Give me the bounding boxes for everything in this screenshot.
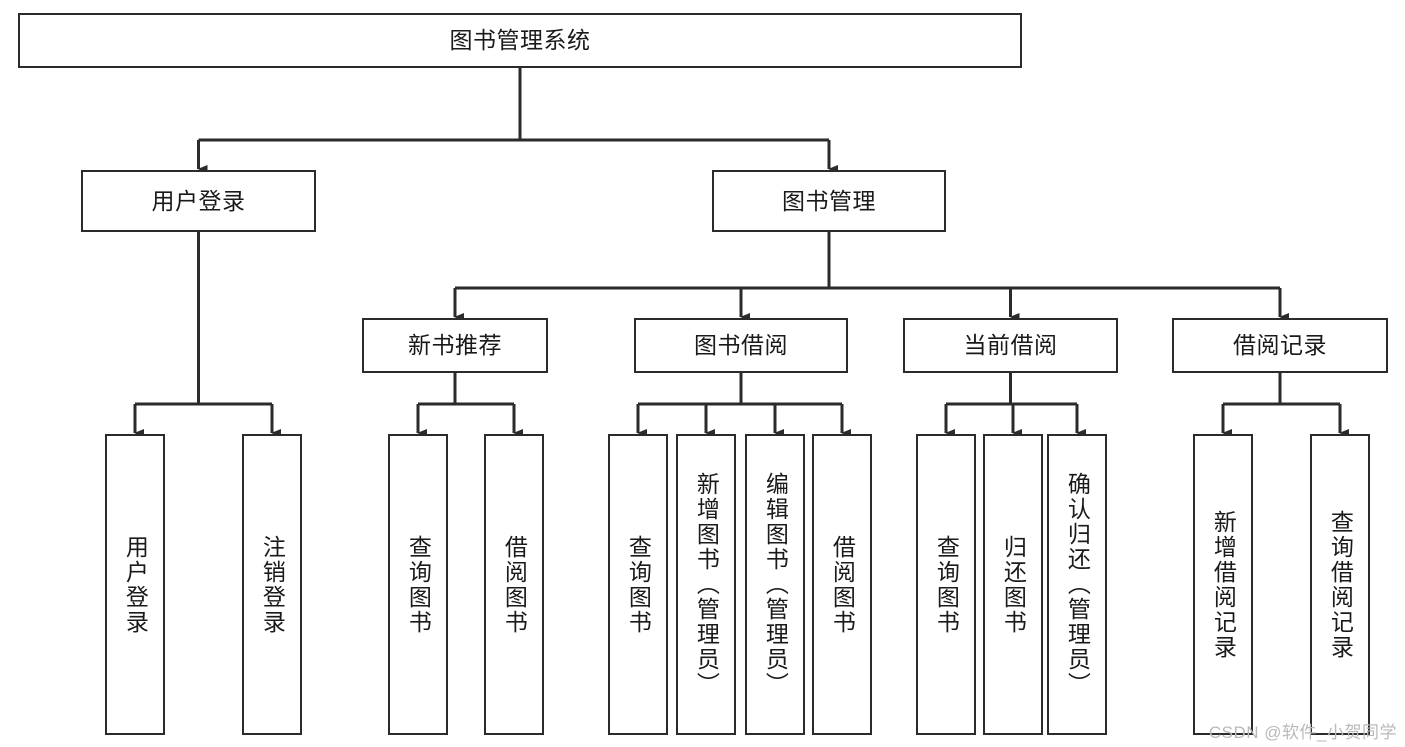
node-label: 用户登录 [122, 534, 149, 635]
node-leaf-borrow-lend[interactable]: 借阅图书 [812, 434, 872, 735]
node-label: 用户登录 [151, 187, 246, 214]
node-leaf-borrow-add[interactable]: 新增图书（管理员） [676, 434, 736, 735]
node-label: 查询图书 [625, 534, 652, 635]
node-root[interactable]: 图书管理系统 [18, 13, 1022, 68]
node-label: 归还图书 [1000, 534, 1027, 635]
node-label: 查询借阅记录 [1327, 509, 1354, 660]
node-label: 查询图书 [933, 534, 960, 635]
node-label: 新增借阅记录 [1210, 509, 1237, 660]
node-new-book-rec[interactable]: 新书推荐 [362, 318, 548, 373]
node-label: 查询图书 [405, 534, 432, 635]
node-leaf-user-logout[interactable]: 注销登录 [242, 434, 302, 735]
node-label: 借阅记录 [1233, 332, 1327, 359]
node-leaf-rec-borrow[interactable]: 借阅图书 [484, 434, 544, 735]
node-leaf-cur-confirm[interactable]: 确认归还（管理员） [1047, 434, 1107, 735]
node-label: 编辑图书（管理员） [762, 472, 789, 697]
node-label: 图书管理 [782, 187, 876, 214]
node-book-manage[interactable]: 图书管理 [712, 170, 946, 232]
node-leaf-borrow-edit[interactable]: 编辑图书（管理员） [745, 434, 805, 735]
node-label: 图书借阅 [694, 332, 788, 359]
node-label: 新书推荐 [408, 332, 502, 359]
node-borrow-record[interactable]: 借阅记录 [1172, 318, 1388, 373]
node-label: 确认归还（管理员） [1064, 472, 1091, 697]
node-leaf-user-login[interactable]: 用户登录 [105, 434, 165, 735]
node-book-borrow[interactable]: 图书借阅 [634, 318, 848, 373]
node-leaf-cur-return[interactable]: 归还图书 [983, 434, 1043, 735]
node-label: 借阅图书 [501, 534, 528, 635]
node-leaf-rec-search[interactable]: 查询借阅记录 [1310, 434, 1370, 735]
node-user-login[interactable]: 用户登录 [81, 170, 316, 232]
node-current-borrow[interactable]: 当前借阅 [903, 318, 1118, 373]
node-leaf-rec-add[interactable]: 新增借阅记录 [1193, 434, 1253, 735]
node-label: 借阅图书 [829, 534, 856, 635]
node-label: 当前借阅 [963, 332, 1058, 359]
node-leaf-rec-query[interactable]: 查询图书 [388, 434, 448, 735]
node-leaf-cur-query[interactable]: 查询图书 [916, 434, 976, 735]
node-label: 注销登录 [259, 534, 286, 635]
node-label: 图书管理系统 [449, 27, 591, 54]
node-leaf-borrow-query[interactable]: 查询图书 [608, 434, 668, 735]
node-label: 新增图书（管理员） [693, 472, 720, 697]
